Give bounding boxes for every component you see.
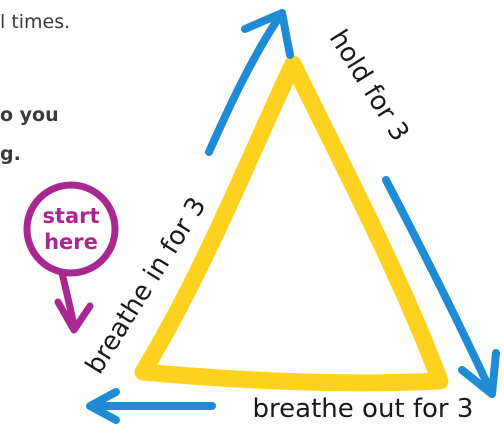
arrow-bottom-side [86,388,216,424]
breathing-triangle [134,55,449,392]
start-here-badge: start here [23,181,119,334]
label-breathe-out: breathe out for 3 [253,394,474,424]
arrow-up-left-side [205,9,294,156]
start-label: start [42,204,99,228]
arrow-down-right-side [382,176,500,398]
label-hold: hold for 3 [323,25,415,147]
instruction-text-line-2: o you [0,104,59,126]
instruction-text-line-3: g. [0,143,21,165]
here-label: here [44,230,98,254]
instruction-text-line-1: l times. [0,11,71,33]
